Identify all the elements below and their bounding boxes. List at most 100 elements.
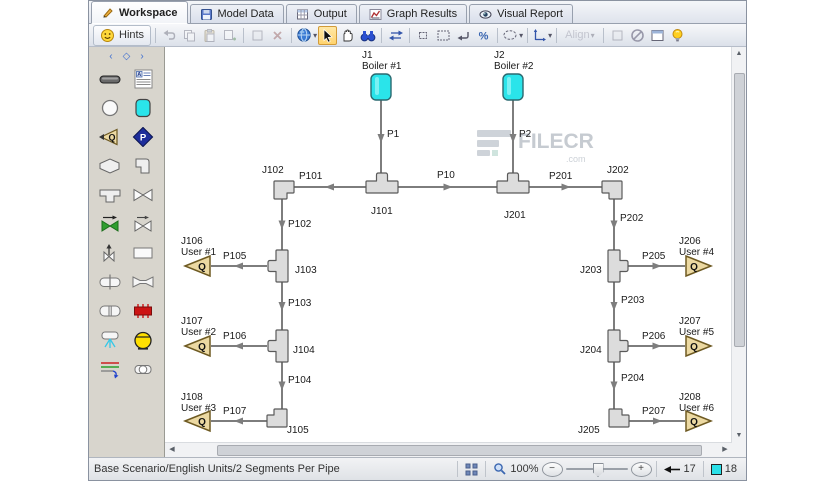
assigned-flow-tool[interactable]: Q <box>97 127 123 147</box>
pipe-P107[interactable]: P107 <box>211 406 267 425</box>
tab-visual-report[interactable]: Visual Report <box>469 4 573 23</box>
annotation-tool[interactable]: A <box>130 69 156 89</box>
junction-J206[interactable]: Q <box>685 254 714 278</box>
pipe-P2[interactable]: P2 <box>509 100 532 176</box>
disable-button[interactable] <box>628 26 647 45</box>
junction-J203[interactable] <box>607 249 629 283</box>
reservoir-tool[interactable] <box>97 98 123 118</box>
ortho-grid-button[interactable]: ▾ <box>532 26 552 45</box>
orifice-tool[interactable] <box>97 301 123 321</box>
pump-tool[interactable] <box>130 330 156 350</box>
junction-J107[interactable]: Q <box>182 334 211 358</box>
tee-tool[interactable] <box>97 185 123 205</box>
pipe-P105[interactable]: P105 <box>211 251 267 270</box>
scroll-down-icon[interactable]: ▼ <box>735 432 743 439</box>
tab-workspace[interactable]: Workspace <box>91 1 188 24</box>
junction-J104[interactable] <box>267 329 289 363</box>
junction-J106[interactable]: Q <box>182 254 211 278</box>
pipe-P104[interactable]: P104 <box>278 362 312 409</box>
junction-J204[interactable] <box>607 329 629 363</box>
junction-J207[interactable]: Q <box>685 334 714 358</box>
pipe-P101[interactable]: P101 <box>294 171 366 191</box>
branch-tool[interactable] <box>97 272 123 292</box>
pipe-label-P105: P105 <box>223 251 247 262</box>
tank-tool[interactable] <box>130 98 156 118</box>
show-hints-lightbulb-button[interactable] <box>668 26 687 45</box>
heat-exchanger-tool[interactable] <box>130 301 156 321</box>
fit-view-button[interactable] <box>462 463 481 476</box>
general-component-tool[interactable] <box>130 243 156 263</box>
relief-valve-tool[interactable] <box>97 243 123 263</box>
scroll-up-icon[interactable]: ▲ <box>735 50 743 57</box>
check-valve-tool[interactable] <box>130 214 156 234</box>
reverse-direction-button[interactable] <box>386 26 405 45</box>
toolbox-page-icon[interactable]: ◇ <box>122 51 131 62</box>
junction-J101[interactable] <box>365 172 399 194</box>
pipe-P1[interactable]: P1 <box>377 100 400 176</box>
junction-J201[interactable] <box>496 172 530 194</box>
heat-network-tool[interactable] <box>97 359 123 379</box>
zoom-out-button[interactable]: − <box>541 461 563 477</box>
annotation-button[interactable]: % <box>474 26 493 45</box>
pipe-P204[interactable]: P204 <box>610 362 645 409</box>
bend-tool[interactable] <box>130 156 156 176</box>
junction-J202[interactable] <box>601 180 623 200</box>
zoom-window-large-button[interactable] <box>434 26 453 45</box>
select-tool-button[interactable] <box>318 25 338 45</box>
area-change-tool[interactable] <box>97 156 123 176</box>
junction-J103[interactable] <box>267 249 289 283</box>
pipe-label-P1: P1 <box>387 129 400 140</box>
pipe-P207[interactable]: P207 <box>629 406 685 425</box>
spray-discharge-tool[interactable] <box>97 330 123 350</box>
highlight-button[interactable]: ▾ <box>502 26 523 45</box>
scroll-right-icon[interactable]: ▶ <box>722 446 728 453</box>
pipe-P206[interactable]: P206 <box>628 331 685 350</box>
zoom-slider-thumb[interactable] <box>592 463 604 477</box>
hints-button[interactable]: Hints <box>93 24 152 46</box>
align-button[interactable]: Align▾ <box>561 26 598 45</box>
toolbox-prev-icon[interactable]: ‹ <box>109 51 113 62</box>
pipe-P10[interactable]: P10 <box>398 170 497 191</box>
pipe-P205[interactable]: P205 <box>628 251 685 270</box>
horizontal-scrollbar[interactable]: ◀ ▶ <box>165 442 732 457</box>
control-valve-tool[interactable] <box>97 214 123 234</box>
vertical-scroll-thumb[interactable] <box>734 73 745 347</box>
zoom-slider[interactable] <box>565 462 628 477</box>
horizontal-scroll-thumb[interactable] <box>217 445 702 456</box>
junction-J105[interactable] <box>266 408 288 428</box>
overview-map-button[interactable] <box>648 26 667 45</box>
toolbar-separator <box>556 27 558 43</box>
junction-J2[interactable] <box>502 73 524 101</box>
globe-button[interactable]: ▾ <box>296 26 317 45</box>
tab-graph-results[interactable]: Graph Results <box>358 4 468 23</box>
pipe-P106[interactable]: P106 <box>211 331 267 350</box>
vertical-scrollbar[interactable]: ▲ ▼ <box>731 47 746 443</box>
pipe-P203[interactable]: P203 <box>610 282 645 330</box>
scroll-left-icon[interactable]: ◀ <box>169 446 175 453</box>
pipe-tool[interactable] <box>97 69 123 89</box>
zoom-window-small-button[interactable] <box>414 26 433 45</box>
pipe-P201[interactable]: P201 <box>529 171 602 191</box>
zoom-previous-button[interactable] <box>454 26 473 45</box>
zoom-in-button[interactable]: + <box>630 461 652 477</box>
junction-J1[interactable] <box>370 73 392 101</box>
junction-J102[interactable] <box>273 180 295 200</box>
find-button[interactable] <box>358 26 377 45</box>
hints-smiley-icon <box>100 28 115 43</box>
pipe-P103[interactable]: P103 <box>278 282 312 330</box>
valve-tool[interactable] <box>130 185 156 205</box>
junction-J108[interactable]: Q <box>182 409 211 433</box>
pipe-P202[interactable]: P202 <box>610 199 644 250</box>
pipe-P102[interactable]: P102 <box>278 199 312 250</box>
assigned-pressure-tool[interactable]: P <box>130 127 156 147</box>
volume-balance-tool[interactable] <box>130 359 156 379</box>
tab-output[interactable]: Output <box>285 4 357 23</box>
junction-J208[interactable]: Q <box>685 409 714 433</box>
toolbox-next-icon[interactable]: › <box>140 51 144 62</box>
venturi-tool[interactable] <box>130 272 156 292</box>
tab-model-data[interactable]: Model Data <box>189 4 284 23</box>
pan-tool-button[interactable] <box>338 26 357 45</box>
junction-J205[interactable] <box>608 408 630 428</box>
